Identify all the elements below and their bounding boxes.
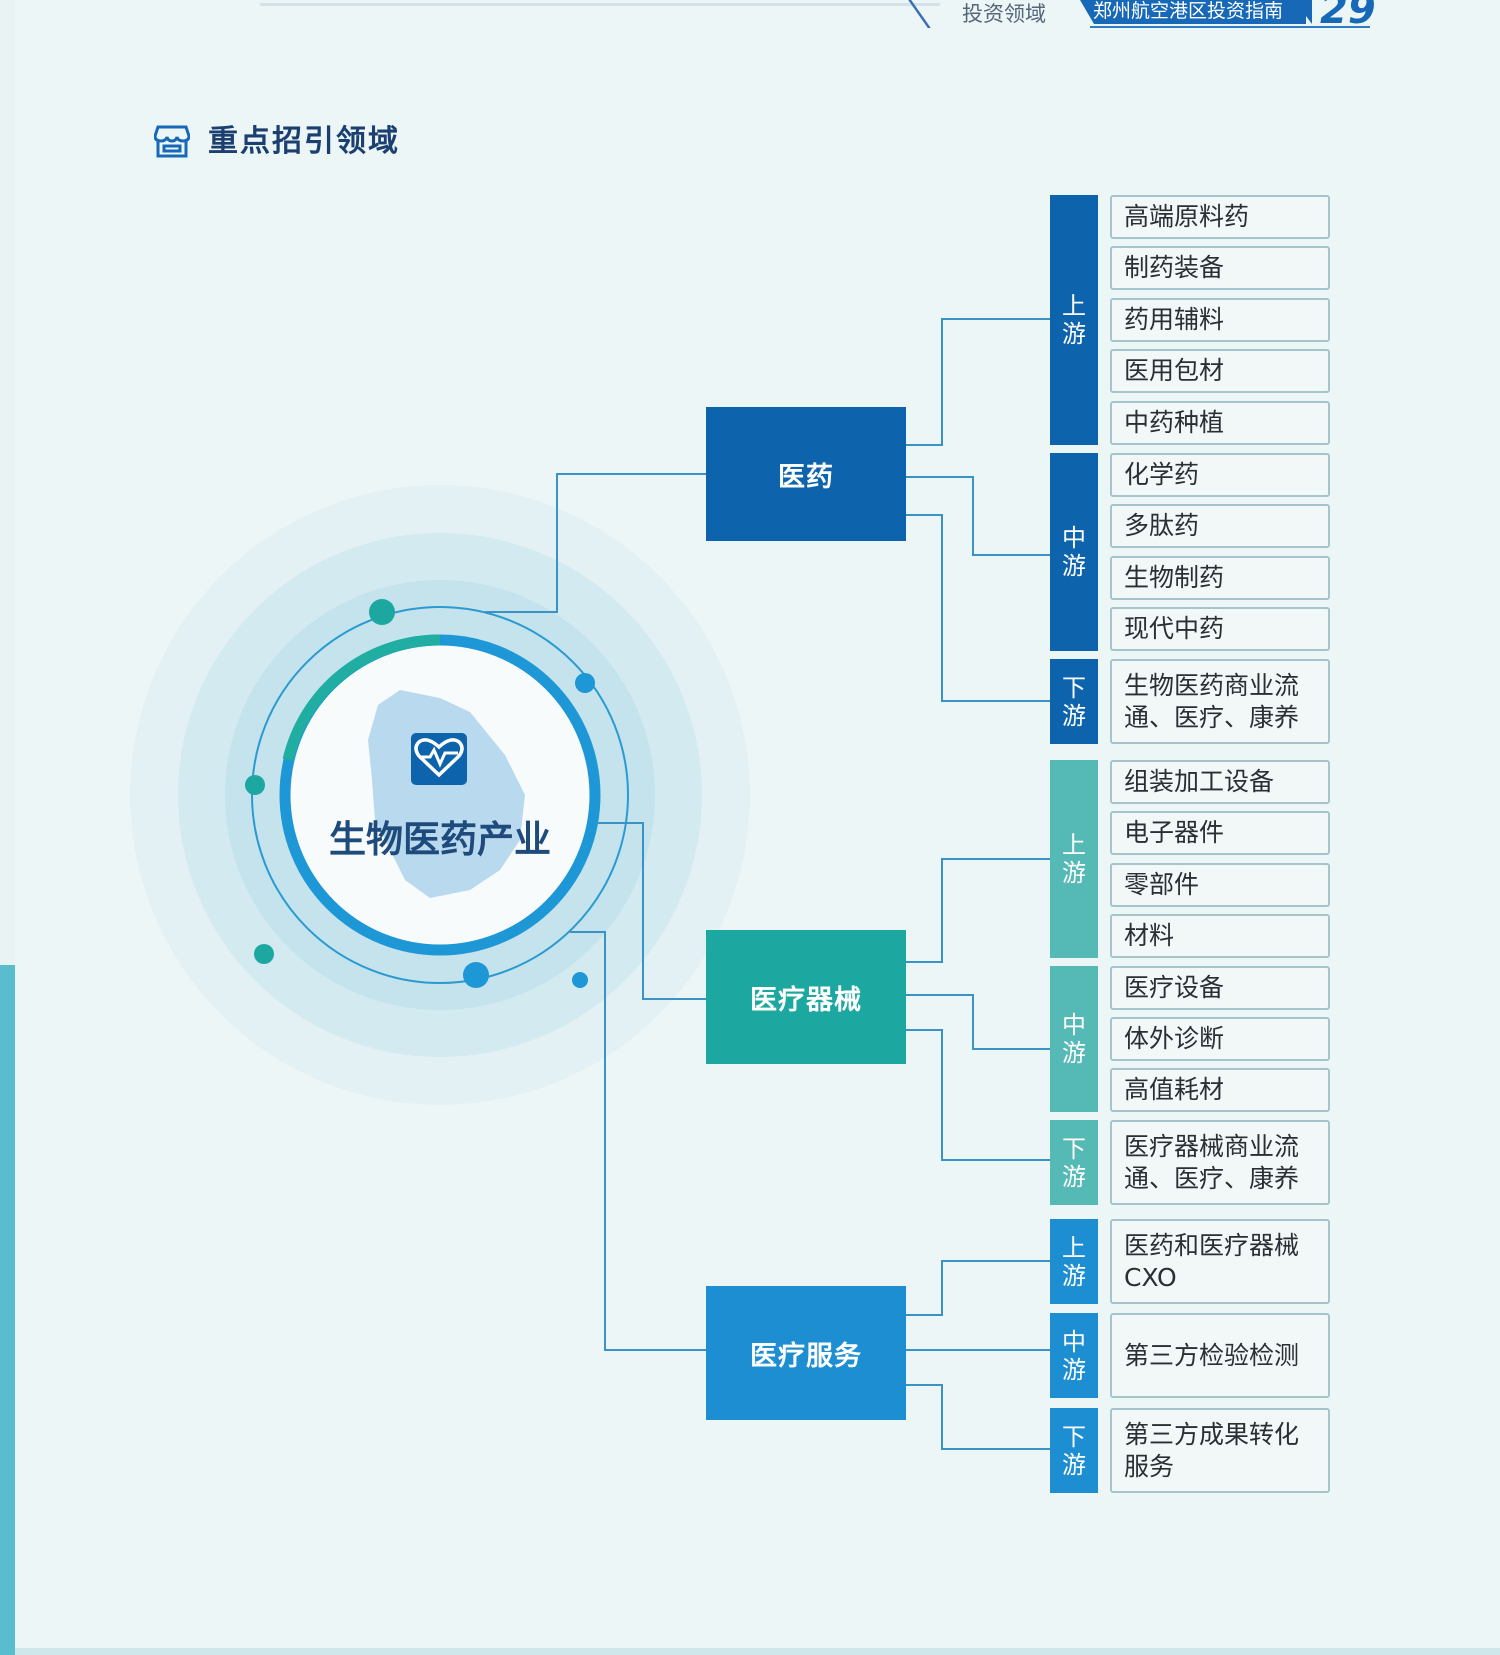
leaf-item: 电子器件 bbox=[1110, 811, 1330, 855]
leaf-label: 化学药 bbox=[1124, 460, 1200, 489]
stage-devices-downstream: 下游 bbox=[1050, 1120, 1098, 1205]
leaf-label: 第三方成果转化服务 bbox=[1124, 1419, 1300, 1481]
leaf-item: 药用辅料 bbox=[1110, 298, 1330, 342]
leaf-label: 中药种植 bbox=[1124, 408, 1225, 437]
header-section-label: 投资领域 bbox=[962, 2, 1046, 26]
leaf-label: 医疗器械商业流通、医疗、康养 bbox=[1124, 1131, 1300, 1193]
leaf-item: 生物医药商业流通、医疗、康养 bbox=[1110, 659, 1330, 744]
leaf-item: 化学药 bbox=[1110, 453, 1330, 497]
stage-devices-midstream: 中游 bbox=[1050, 966, 1098, 1112]
leaf-item: 医药和医疗器械CXO bbox=[1110, 1219, 1330, 1304]
category-medical-devices: 医疗器械 bbox=[706, 930, 906, 1064]
region-map-shape bbox=[368, 690, 525, 898]
stage-pharma-downstream: 下游 bbox=[1050, 659, 1098, 744]
leaf-item: 多肽药 bbox=[1110, 504, 1330, 548]
leaf-label: 制药装备 bbox=[1124, 253, 1225, 282]
leaf-item: 生物制药 bbox=[1110, 556, 1330, 600]
leaf-label: 第三方检验检测 bbox=[1124, 1340, 1300, 1370]
stage-services-midstream: 中游 bbox=[1050, 1313, 1098, 1398]
heart-pulse-icon bbox=[411, 733, 467, 785]
leaf-item: 第三方检验检测 bbox=[1110, 1313, 1330, 1398]
leaf-item: 体外诊断 bbox=[1110, 1017, 1330, 1061]
stage-pharma-midstream: 中游 bbox=[1050, 453, 1098, 651]
leaf-label: 生物制药 bbox=[1124, 563, 1225, 592]
leaf-item: 现代中药 bbox=[1110, 607, 1330, 651]
leaf-label: 药用辅料 bbox=[1124, 305, 1225, 334]
header-guide-title: 郑州航空港区投资指南 bbox=[1093, 0, 1284, 22]
leaf-label: 组装加工设备 bbox=[1124, 767, 1275, 796]
leaf-item: 第三方成果转化服务 bbox=[1110, 1408, 1330, 1493]
leaf-label: 生物医药商业流通、医疗、康养 bbox=[1124, 670, 1300, 732]
leaf-item: 材料 bbox=[1110, 914, 1330, 958]
leaf-item: 中药种植 bbox=[1110, 401, 1330, 445]
center-title: 生物医药产业 bbox=[329, 818, 551, 861]
leaf-label: 现代中药 bbox=[1124, 614, 1225, 643]
header-guide-tab bbox=[1080, 0, 1306, 24]
leaf-item: 高值耗材 bbox=[1110, 1068, 1330, 1112]
leaf-item: 医疗设备 bbox=[1110, 966, 1330, 1010]
leaf-label: 体外诊断 bbox=[1124, 1024, 1225, 1053]
leaf-label: 高端原料药 bbox=[1124, 202, 1250, 231]
leaf-label: 材料 bbox=[1124, 921, 1175, 950]
leaf-item: 高端原料药 bbox=[1110, 195, 1330, 239]
leaf-label: 高值耗材 bbox=[1124, 1075, 1225, 1104]
leaf-item: 制药装备 bbox=[1110, 246, 1330, 290]
category-pharma: 医药 bbox=[706, 407, 906, 541]
connector-lines bbox=[485, 318, 1050, 1450]
leaf-item: 组装加工设备 bbox=[1110, 760, 1330, 804]
leaf-item: 零部件 bbox=[1110, 863, 1330, 907]
outer-orbit-ring bbox=[251, 606, 629, 984]
stage-devices-upstream: 上游 bbox=[1050, 760, 1098, 958]
header-underline bbox=[1090, 26, 1370, 28]
stage-pharma-upstream: 上游 bbox=[1050, 195, 1098, 445]
bottom-edge bbox=[15, 1648, 1500, 1655]
category-medical-services: 医疗服务 bbox=[706, 1286, 906, 1420]
header-triangle bbox=[1294, 0, 1312, 24]
header-rule bbox=[260, 3, 940, 6]
leaf-item: 医疗器械商业流通、医疗、康养 bbox=[1110, 1120, 1330, 1205]
section-title: 重点招引领域 bbox=[208, 124, 400, 159]
orbit-dots bbox=[245, 599, 595, 988]
leaf-label: 医疗设备 bbox=[1124, 973, 1225, 1002]
stage-services-downstream: 下游 bbox=[1050, 1408, 1098, 1493]
center-circle-accent bbox=[282, 634, 441, 762]
leaf-label: 医用包材 bbox=[1124, 356, 1225, 385]
store-icon bbox=[153, 124, 191, 162]
leaf-label: 电子器件 bbox=[1124, 818, 1225, 847]
leaf-label: 零部件 bbox=[1124, 870, 1200, 899]
stage-services-upstream: 上游 bbox=[1050, 1219, 1098, 1304]
leaf-item: 医用包材 bbox=[1110, 349, 1330, 393]
leaf-label: 多肽药 bbox=[1124, 511, 1200, 540]
leaf-label: 医药和医疗器械CXO bbox=[1124, 1230, 1300, 1292]
left-accent-stripe bbox=[0, 965, 15, 1655]
